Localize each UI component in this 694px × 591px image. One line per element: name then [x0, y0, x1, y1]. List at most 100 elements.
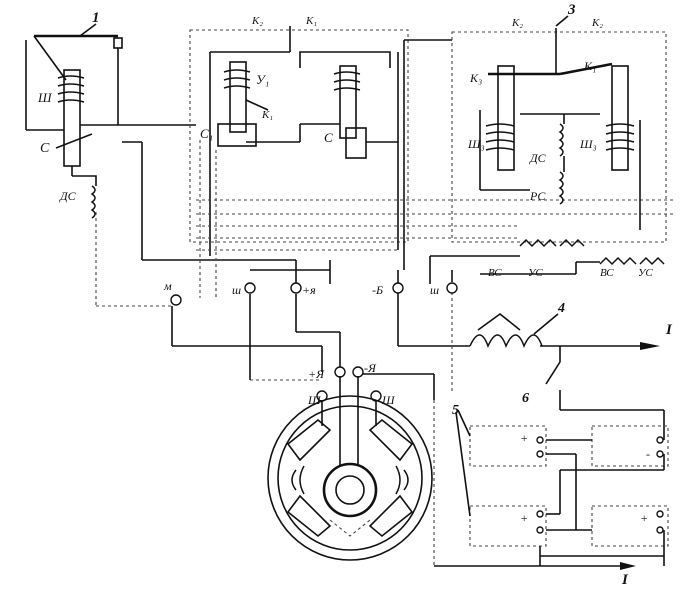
- label-ds-left: ДС: [59, 189, 77, 203]
- terminal-plus-ya: [290, 282, 302, 294]
- label-c1: С₁: [200, 126, 213, 141]
- label-reg-k1: К₁: [583, 59, 596, 73]
- generator: [267, 376, 433, 561]
- resistor-rs: [558, 171, 564, 205]
- label-sh3-left: Ш₃: [467, 137, 485, 151]
- coil-4: [469, 334, 543, 348]
- commutator: [335, 475, 365, 505]
- label-c: С: [324, 130, 333, 145]
- label-plus-ya: +я: [302, 283, 316, 297]
- coil-sh3-right: [605, 123, 635, 151]
- label-sh-terminal: ш: [232, 283, 241, 297]
- battery-1: [469, 425, 547, 467]
- right-regulator: [429, 28, 667, 284]
- callout-1: 1: [92, 10, 100, 26]
- gen-terminal-plus-ya: [334, 366, 346, 378]
- label-reg-k2-right: К₂: [591, 17, 603, 29]
- switch-6: [545, 346, 665, 440]
- callout-6: 6: [522, 391, 529, 406]
- resistor-ds: [558, 123, 564, 157]
- fuse-coil: [469, 312, 660, 350]
- label-gen-plus-ya: +Я: [308, 367, 325, 381]
- terminal-sh-right: [446, 282, 458, 294]
- label-gen-minus-ya: -Я: [364, 361, 377, 375]
- relay-armature: [245, 99, 269, 111]
- relay-box: [189, 29, 409, 243]
- pole-1: [286, 418, 332, 462]
- left-regulator: [25, 34, 296, 307]
- core-sh3-right: [611, 65, 629, 171]
- label-vs-2: ВС: [600, 267, 614, 279]
- label-us-1: УС: [528, 267, 543, 279]
- terminal-minus-b: [392, 282, 404, 294]
- label-relay-k1-top: К₁: [305, 15, 317, 27]
- coil-u1-core: [229, 61, 247, 133]
- core-sh3-left: [497, 65, 515, 171]
- label-reg-k2-left: К₂: [511, 17, 523, 29]
- callout-5: 5: [452, 403, 459, 418]
- contact-spring: [113, 37, 123, 49]
- label-output-bottom: I: [621, 572, 629, 588]
- arrow-output-bottom: [620, 562, 636, 570]
- ds-resistor-coil: [90, 185, 96, 219]
- us-resistor-1: [559, 238, 585, 248]
- battery-4: [591, 505, 669, 547]
- leader-5a: [457, 409, 471, 437]
- label-sh-terminal-2: ш: [430, 283, 439, 297]
- label-gen-sh-left: Ш: [307, 393, 322, 407]
- callout-3: 3: [567, 2, 576, 18]
- label-vs-1: ВС: [488, 267, 502, 279]
- series-coil: [55, 133, 93, 149]
- armature-arm: [33, 35, 67, 81]
- label-minus-b: -Б: [372, 283, 383, 297]
- label-gen-sh-right: Ш: [381, 393, 396, 407]
- label-us-2: УС: [638, 267, 653, 279]
- label-k3: К₃: [469, 71, 482, 85]
- terminal-sh-left: [244, 282, 256, 294]
- label-rs: РС: [529, 189, 546, 203]
- us-resistor-2: [639, 256, 665, 266]
- gen-housing-inner: [277, 405, 423, 551]
- regulator-box: [451, 31, 667, 243]
- label-u1: У₁: [256, 72, 269, 87]
- armature: [322, 462, 378, 518]
- vs-resistor-1: [519, 238, 557, 248]
- label-sh: Ш: [37, 90, 53, 105]
- label-bat-minus-1: -: [646, 447, 650, 461]
- gen-housing-outer: [267, 395, 433, 561]
- terminal-m: [170, 294, 182, 306]
- coil-sh3-left: [485, 123, 515, 151]
- core-c1: [217, 123, 257, 147]
- pole-3: [286, 494, 332, 538]
- pole-4: [368, 494, 414, 538]
- label-sh3-right: Ш₃: [579, 137, 597, 151]
- label-ds-right: ДС: [529, 151, 547, 165]
- label-bat-plus-1: +: [520, 431, 528, 445]
- main-wiring: [171, 260, 636, 570]
- leader-5b: [455, 411, 471, 517]
- label-output-top: I: [665, 322, 673, 338]
- arrow-output-top: [640, 342, 660, 350]
- label-bat-plus-3: +: [640, 511, 648, 525]
- battery-2: [591, 425, 669, 467]
- shunt-coil: [57, 75, 85, 103]
- label-relay-k1: К₁: [261, 109, 273, 121]
- label-m: м: [163, 279, 172, 293]
- pole-2: [368, 418, 414, 462]
- label-bat-plus-2: +: [520, 511, 528, 525]
- batteries: [455, 409, 669, 566]
- vs-resistor-2: [599, 256, 637, 266]
- gen-terminal-minus-ya: [352, 366, 364, 378]
- relay: [189, 26, 676, 298]
- relay-right-coil: [333, 71, 361, 91]
- relay-right-core: [339, 65, 357, 139]
- callout-4: 4: [557, 301, 565, 316]
- battery-3: [469, 505, 547, 547]
- core-c: [345, 127, 367, 159]
- switch-blade: [545, 361, 561, 385]
- label-s: С: [40, 141, 50, 156]
- label-relay-k2: К₂: [251, 15, 263, 27]
- coil-u1: [223, 69, 251, 89]
